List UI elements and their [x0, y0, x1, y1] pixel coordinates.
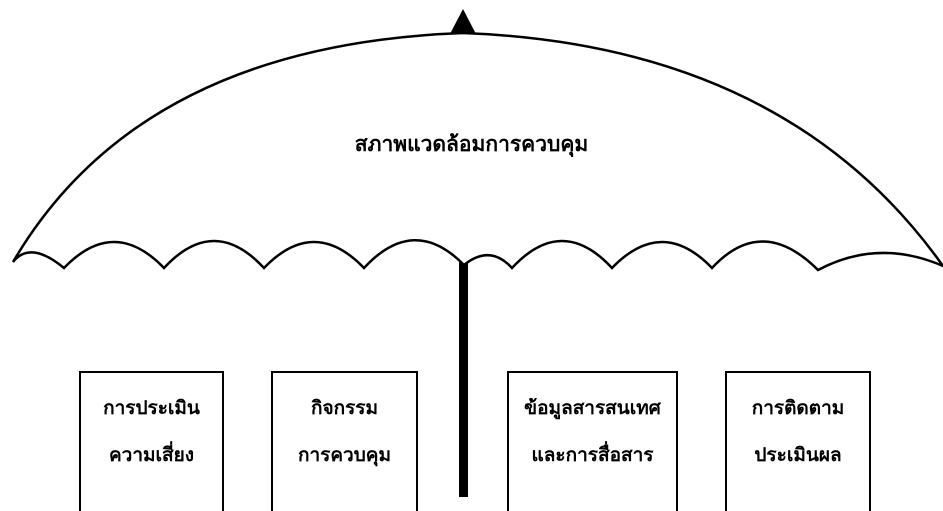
component-box-risk-assessment: การประเมิน ความเสี่ยง: [79, 371, 224, 511]
component-label-line2: การควบคุม: [297, 444, 392, 466]
canopy-title: สภาพแวดล้อมการควบคุม: [354, 132, 589, 156]
component-label-line1: ข้อมูลสารสนเทศ: [524, 397, 661, 419]
component-label-line1: กิจกรรม: [310, 397, 379, 419]
component-box-monitoring: การติดตาม ประเมินผล: [725, 371, 871, 511]
component-label-line2: ความเสี่ยง: [108, 444, 195, 466]
umbrella-diagram: [11, 9, 943, 497]
component-box-information-communication: ข้อมูลสารสนเทศ และการสื่อสาร: [507, 371, 678, 511]
component-label-line2: และการสื่อสาร: [531, 444, 654, 466]
component-label-line1: การประเมิน: [103, 397, 200, 419]
component-label-line2: ประเมินผล: [754, 444, 842, 466]
triangle-tip-icon: [450, 9, 476, 34]
umbrella-canopy: [11, 31, 943, 272]
component-box-control-activities: กิจกรรม การควบคุม: [271, 371, 418, 511]
component-label-line1: การติดตาม: [751, 397, 845, 419]
umbrella-shaft: [459, 262, 468, 497]
